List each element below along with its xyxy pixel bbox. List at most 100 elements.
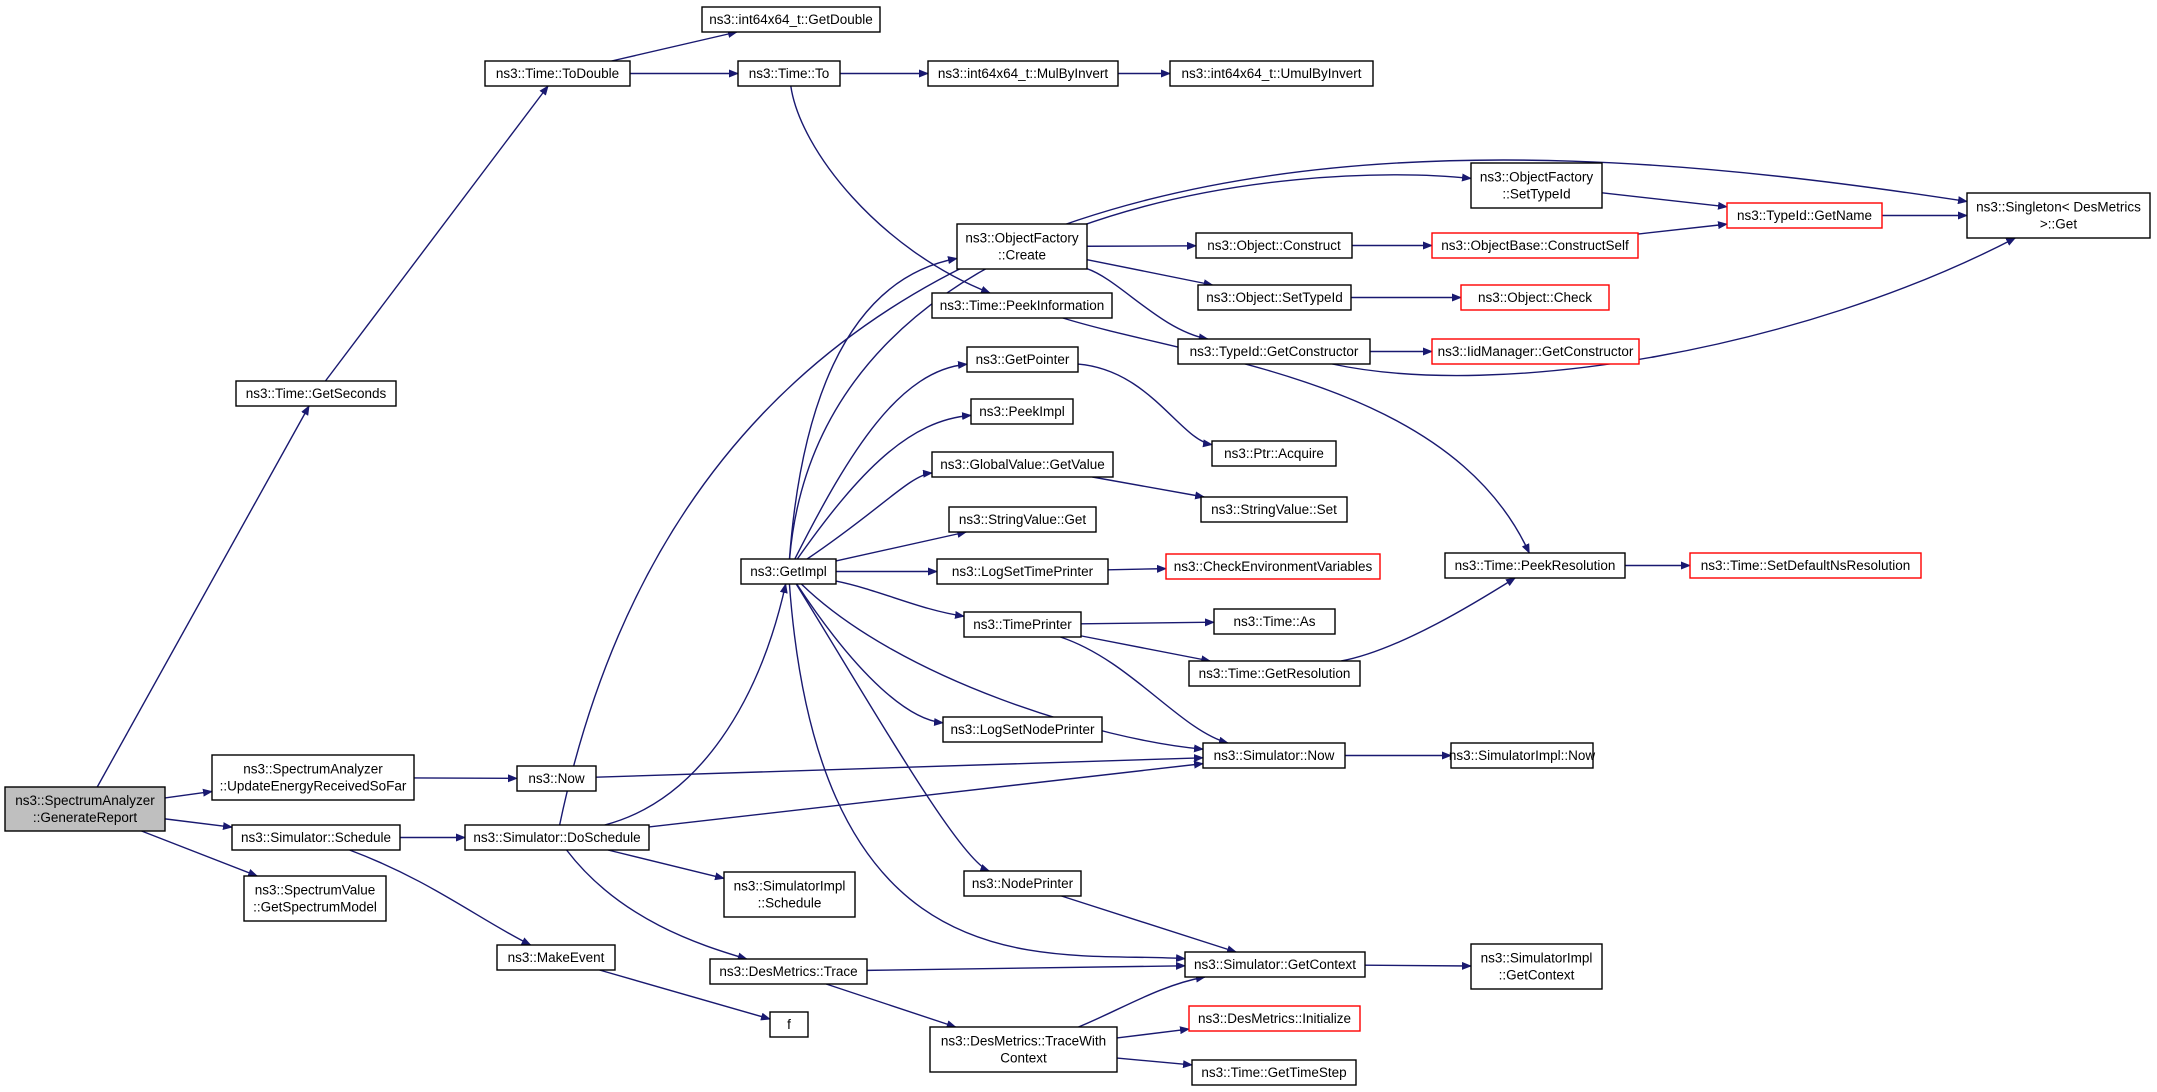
edge-logsettime-to-checkenv [1107, 564, 1167, 573]
node-objsettypeid[interactable]: ns3::Object::SetTypeId [1197, 284, 1352, 311]
node-gvgetvalue[interactable]: ns3::GlobalValue::GetValue [931, 451, 1114, 478]
edge-root-to-schedule [164, 818, 233, 831]
node-checkenv[interactable]: ns3::CheckEnvironmentVariables [1165, 553, 1381, 580]
node-box [942, 716, 1103, 743]
node-box [709, 958, 868, 985]
node-destrace[interactable]: ns3::DesMetrics::Trace [709, 958, 868, 985]
node-box [931, 292, 1113, 319]
edge-getresolution-to-peekres [1341, 577, 1516, 662]
node-peekimpl[interactable]: ns3::PeekImpl [970, 398, 1074, 425]
node-label: ns3::LogSetNodePrinter [950, 722, 1095, 737]
node-f[interactable]: f [769, 1011, 809, 1038]
node-timeas[interactable]: ns3::Time::As [1213, 608, 1336, 635]
node-objconstruct[interactable]: ns3::Object::Construct [1195, 232, 1353, 259]
node-label: ns3::TypeId::GetConstructor [1190, 344, 1359, 359]
node-ofcreate[interactable]: ns3::ObjectFactory::Create [956, 223, 1088, 270]
node-getpointer[interactable]: ns3::GetPointer [966, 346, 1079, 373]
node-label: ns3::Object::Construct [1207, 238, 1341, 253]
node-peekres[interactable]: ns3::Time::PeekResolution [1444, 552, 1626, 579]
node-box [516, 765, 597, 792]
node-label: ns3::Simulator::DoSchedule [473, 830, 640, 845]
node-box [948, 506, 1097, 533]
edge-getimpl-to-gvgetvalue [806, 469, 933, 560]
node-timeprinter[interactable]: ns3::TimePrinter [963, 611, 1082, 638]
node-logsettime[interactable]: ns3::LogSetTimePrinter [936, 558, 1109, 585]
node-typeidgetname[interactable]: ns3::TypeId::GetName [1726, 202, 1883, 229]
node-label: ns3::Object::SetTypeId [1206, 290, 1343, 305]
node-label: ns3::DesMetrics::TraceWith [941, 1034, 1106, 1049]
node-simimplschedule[interactable]: ns3::SimulatorImpl::Schedule [723, 871, 856, 918]
node-todouble[interactable]: ns3::Time::ToDouble [484, 60, 631, 87]
node-box [740, 558, 837, 585]
node-label: ns3::Time::SetDefaultNsResolution [1701, 558, 1911, 573]
edge-root-to-update [164, 788, 213, 799]
node-box [1431, 232, 1639, 259]
node-getdouble[interactable]: ns3::int64x64_t::GetDouble [701, 6, 881, 33]
node-label: ns3::ObjectBase::ConstructSelf [1441, 238, 1629, 253]
node-label: ns3::SimulatorImpl::Now [1449, 748, 1596, 763]
edge-getimpl-to-nodeprinter [795, 583, 991, 872]
edge-ofcreate-to-objsettypeid [1086, 258, 1214, 288]
node-logsetnode[interactable]: ns3::LogSetNodePrinter [942, 716, 1103, 743]
edge-doschedule-to-simimplschedule [607, 849, 725, 881]
node-umulbyinvert[interactable]: ns3::int64x64_t::UmulByInvert [1169, 60, 1374, 87]
node-setdefaultns[interactable]: ns3::Time::SetDefaultNsResolution [1689, 552, 1922, 579]
node-getimpl[interactable]: ns3::GetImpl [740, 558, 837, 585]
node-label: ns3::Time::ToDouble [496, 66, 619, 81]
node-label: ns3::MakeEvent [508, 950, 605, 965]
node-simimplnow[interactable]: ns3::SimulatorImpl::Now [1449, 742, 1596, 769]
node-objbaseconstruct[interactable]: ns3::ObjectBase::ConstructSelf [1431, 232, 1639, 259]
node-simimplgetcontext[interactable]: ns3::SimulatorImpl::GetContext [1470, 943, 1603, 990]
node-nodeprinter[interactable]: ns3::NodePrinter [963, 870, 1082, 897]
node-box [1195, 232, 1353, 259]
node-ofsettypeid[interactable]: ns3::ObjectFactory::SetTypeId [1470, 162, 1603, 209]
edge-ofcreate-to-typeidgetctor [1086, 268, 1209, 342]
edge-schedule-to-makeevent [349, 849, 532, 946]
edge-doschedule-to-getimpl [604, 583, 788, 826]
node-now[interactable]: ns3::Now [516, 765, 597, 792]
node-getcontext[interactable]: ns3::Simulator::GetContext [1184, 951, 1366, 978]
node-to[interactable]: ns3::Time::To [737, 60, 841, 87]
node-schedule[interactable]: ns3::Simulator::Schedule [231, 824, 401, 851]
node-root[interactable]: ns3::SpectrumAnalyzer::GenerateReport [4, 786, 166, 832]
node-svget[interactable]: ns3::StringValue::Get [948, 506, 1097, 533]
node-box [1213, 608, 1336, 635]
node-doschedule[interactable]: ns3::Simulator::DoSchedule [464, 824, 650, 851]
node-iidgetctor[interactable]: ns3::IidManager::GetConstructor [1431, 338, 1640, 365]
node-getspectrum[interactable]: ns3::SpectrumValue::GetSpectrumModel [243, 875, 387, 922]
node-label: ns3::SpectrumAnalyzer [15, 793, 155, 808]
node-box [1188, 1005, 1361, 1032]
node-getseconds[interactable]: ns3::Time::GetSeconds [235, 380, 397, 407]
node-ptracquire[interactable]: ns3::Ptr::Acquire [1211, 440, 1337, 467]
node-getresolution[interactable]: ns3::Time::GetResolution [1188, 660, 1361, 687]
node-box [701, 6, 881, 33]
edge-objbaseconstruct-to-typeidgetname [1637, 221, 1728, 235]
node-objcheck[interactable]: ns3::Object::Check [1460, 284, 1610, 311]
node-gettimestep[interactable]: ns3::Time::GetTimeStep [1191, 1059, 1357, 1086]
node-peekinfo[interactable]: ns3::Time::PeekInformation [931, 292, 1113, 319]
node-svset[interactable]: ns3::StringValue::Set [1200, 496, 1348, 523]
node-typeidgetctor[interactable]: ns3::TypeId::GetConstructor [1177, 338, 1371, 365]
node-box [1450, 742, 1594, 769]
node-simnow[interactable]: ns3::Simulator::Now [1202, 742, 1346, 769]
node-label: ns3::SimulatorImpl [1481, 951, 1593, 966]
node-desinit[interactable]: ns3::DesMetrics::Initialize [1188, 1005, 1361, 1032]
node-label: ns3::Time::GetResolution [1199, 666, 1351, 681]
node-update[interactable]: ns3::SpectrumAnalyzer::UpdateEnergyRecei… [211, 754, 415, 801]
node-box [243, 875, 387, 922]
node-label: ns3::int64x64_t::GetDouble [709, 12, 873, 27]
edge-root-to-getspectrum [141, 830, 259, 877]
node-box [1177, 338, 1371, 365]
node-box [496, 944, 616, 971]
node-makeevent[interactable]: ns3::MakeEvent [496, 944, 616, 971]
node-box [966, 346, 1079, 373]
node-mulbyinvert[interactable]: ns3::int64x64_t::MulByInvert [927, 60, 1119, 87]
node-box [1165, 553, 1381, 580]
edge-destrace-to-tracewith [825, 983, 957, 1028]
edge-timeprinter-to-simnow [1060, 636, 1229, 745]
node-label: ns3::Simulator::Schedule [241, 830, 391, 845]
node-label: ns3::GetPointer [976, 352, 1070, 367]
node-box [1191, 1059, 1357, 1086]
node-singleton[interactable]: ns3::Singleton< DesMetrics>::Get [1966, 192, 2151, 239]
